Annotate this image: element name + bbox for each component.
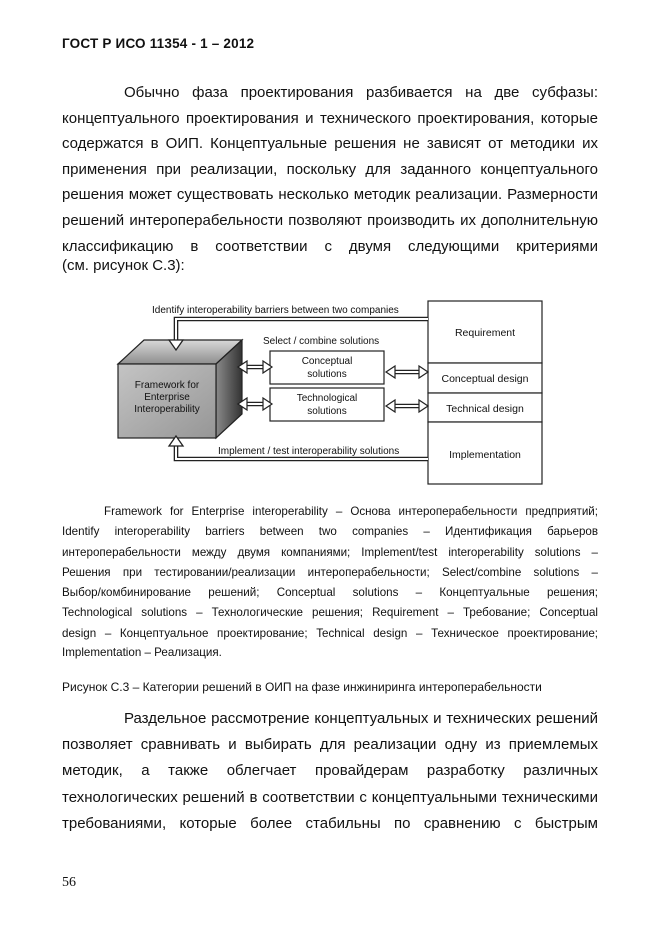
paragraph-1-line: решения может существовать несколько мет… — [62, 186, 598, 204]
double-arrow — [236, 396, 274, 412]
paragraph-1-line: решений интероперабельности позволяют пр… — [62, 211, 598, 229]
implementation-label: Implementation — [449, 449, 521, 461]
legend-line: Решения при тестировании/реализации инте… — [62, 565, 598, 579]
legend-line: design – Концептуальное проектирование; … — [62, 626, 598, 640]
figure-caption: Рисунок С.3 – Категории решений в ОИП на… — [62, 680, 542, 694]
conceptual-design-label: Conceptual design — [442, 373, 529, 385]
paragraph-2-line: Раздельное рассмотрение концептуальных и… — [124, 710, 598, 727]
technological-solutions-box — [269, 387, 385, 422]
paragraph-1-line: Обычно фаза проектирования разбивается н… — [124, 84, 598, 101]
paragraph-1-line: концептуального проектирования и техниче… — [62, 109, 598, 127]
framework-label-line-1: Framework for — [135, 380, 200, 391]
legend-line: Framework for Enterprise interoperabilit… — [104, 505, 598, 518]
page-number: 56 — [62, 875, 76, 890]
double-arrow — [236, 359, 274, 375]
technical-design-label: Technical design — [446, 403, 524, 415]
framework-label-line-3: Interoperability — [134, 404, 200, 415]
paragraph-2-line: методик, а также облегчает провайдерам р… — [62, 762, 598, 780]
technical-design-box — [427, 392, 543, 423]
legend-line: Identify interoperability barriers betwe… — [62, 525, 598, 539]
legend-last-line: Implementation – Реализация. — [62, 646, 222, 659]
legend-line: Technological solutions – Технологически… — [62, 606, 598, 620]
paragraph-1-line: содержатся в ОИП. Концептуальные решения… — [62, 135, 598, 153]
requirement-label: Requirement — [455, 327, 515, 339]
technological-solutions-label-line-1: Technological — [297, 393, 358, 404]
paragraph-2-line: позволяет сравнивать и выбирать для реал… — [62, 736, 598, 754]
phase-column: Requirement Conceptual design Technical … — [427, 300, 543, 485]
legend-line: Выбор/комбинирование решений; Conceptual… — [62, 586, 598, 600]
paragraph-1-line: классификацию в соответствии с двумя сле… — [62, 237, 598, 255]
implement-arrow — [167, 434, 428, 462]
paragraph-1: Обычно фаза проектирования разбивается н… — [62, 80, 598, 259]
paragraph-1-line: применения при реализации, поскольку для… — [62, 160, 598, 178]
legend-line: интероперабельности между двумя компания… — [62, 545, 598, 559]
identify-arrow — [167, 316, 428, 352]
interoperability-diagram: Framework for Enterprise Interoperabilit… — [116, 300, 543, 485]
paragraph-2: Раздельное рассмотрение концептуальных и… — [62, 706, 598, 837]
double-arrow — [384, 398, 430, 414]
technological-solutions-label-line-2: solutions — [307, 406, 346, 417]
framework-box: Framework for Enterprise Interoperabilit… — [116, 338, 244, 440]
implement-label: Implement / test interoperability soluti… — [218, 446, 399, 457]
double-arrow — [384, 364, 430, 380]
framework-label-line-2: Enterprise — [144, 392, 190, 403]
paragraph-2-line: технологических решений в соответствии с… — [62, 788, 598, 806]
conceptual-solutions-label-line-1: Conceptual — [302, 356, 353, 367]
paragraph-2-line: требованиями, которые более стабильны по… — [62, 814, 598, 832]
conceptual-solutions-label-line-2: solutions — [307, 369, 346, 380]
implementation-box — [427, 421, 543, 485]
paragraph-1-last-line: (см. рисунок С.3): — [62, 257, 185, 274]
identify-label: Identify interoperability barriers betwe… — [152, 305, 399, 316]
page-header: ГОСТ Р ИСО 11354 - 1 – 2012 — [62, 36, 255, 51]
figure-legend: Framework for Enterprise interoperabilit… — [62, 502, 598, 644]
select-label: Select / combine solutions — [263, 336, 379, 347]
